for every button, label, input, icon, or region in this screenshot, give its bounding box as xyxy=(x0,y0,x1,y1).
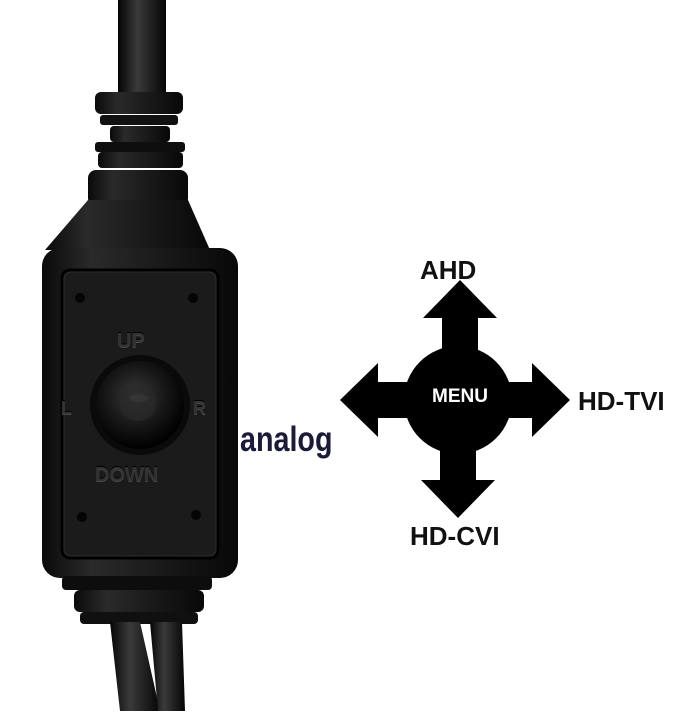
mode-hdcvi-label: HD-CVI xyxy=(410,521,500,551)
device-up-label: UP xyxy=(117,330,145,352)
arrow-right-icon xyxy=(498,363,570,437)
top-collar xyxy=(88,92,188,206)
body-neck xyxy=(45,200,210,250)
mode-ahd-label: AHD xyxy=(420,255,477,285)
screw-icon xyxy=(191,510,201,520)
screw-icon xyxy=(75,293,85,303)
arrow-down-icon xyxy=(421,448,495,518)
top-cable xyxy=(118,0,166,95)
arrow-left-icon xyxy=(340,363,412,437)
screw-icon xyxy=(77,512,87,522)
device-left-label: L xyxy=(61,398,72,418)
device-down-label: DOWN xyxy=(95,464,159,486)
arrow-up-icon xyxy=(423,280,497,352)
device-right-label: R xyxy=(193,398,206,418)
bottom-cables xyxy=(110,622,185,711)
bottom-collar xyxy=(62,576,212,624)
menu-button-circle xyxy=(404,346,512,454)
mode-analog-label: analog xyxy=(240,420,333,459)
control-box xyxy=(42,248,238,578)
menu-label: MENU xyxy=(432,386,488,407)
mode-hdtvi-label: HD-TVI xyxy=(578,386,665,416)
direction-diagram xyxy=(340,280,570,518)
screw-icon xyxy=(188,293,198,303)
